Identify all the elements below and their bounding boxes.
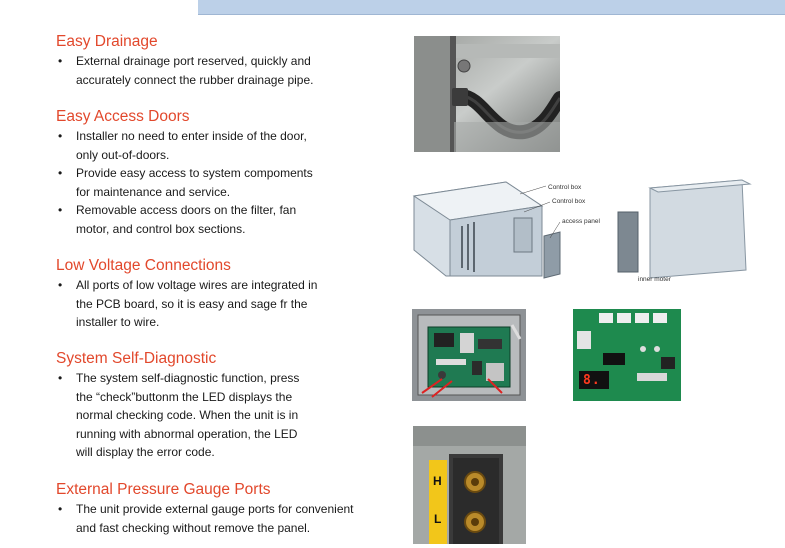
- item-line: and fast checking without remove the pan…: [76, 520, 311, 535]
- bullet: •: [58, 54, 63, 68]
- section-title: Easy Access Doors: [56, 108, 190, 125]
- pcb-led-photo: 8.: [573, 309, 681, 401]
- item-line: Provide easy access to system compoments: [76, 166, 313, 181]
- item-line: the PCB board, so it is easy and sage fr…: [76, 296, 308, 311]
- bullet: •: [58, 371, 63, 385]
- list-item: • External drainage port reserved, quick…: [56, 52, 314, 89]
- drainage-pipe-photo: [414, 36, 560, 152]
- list-item: • Provide easy access to system compomen…: [56, 164, 313, 201]
- access-door-diagram: Control box Control box access panel inn…: [410, 178, 778, 286]
- bullet: •: [58, 203, 63, 218]
- item-line: for maintenance and service.: [76, 184, 231, 199]
- bullet: •: [58, 129, 63, 143]
- section-low-voltage-connections: Low Voltage Connections • All ports of l…: [56, 256, 317, 332]
- item-line: Removable access doors on the filter, fa…: [76, 203, 297, 218]
- gauge-ports-photo: H L: [413, 426, 526, 544]
- section-title: Low Voltage Connections: [56, 257, 231, 274]
- diagram-label: inner moter: [638, 276, 671, 283]
- item-line: The system self-diagnostic function, pre…: [76, 371, 300, 385]
- item-line: running with abnormal operation, the LED: [76, 426, 298, 441]
- list-item: • The unit provide external gauge ports …: [56, 500, 354, 537]
- pcb-box-photo: [412, 309, 526, 401]
- low-port-label: L: [434, 512, 442, 526]
- led-display: 8.: [583, 373, 601, 388]
- item-line: All ports of low voltage wires are integ…: [76, 278, 318, 292]
- section-title: External Pressure Gauge Ports: [56, 481, 271, 498]
- item-line: installer to wire.: [76, 315, 160, 330]
- section-title: Easy Drainage: [56, 33, 158, 50]
- section-easy-drainage: Easy Drainage • External drainage port r…: [56, 32, 314, 89]
- list-item: • The system self-diagnostic function, p…: [56, 369, 299, 462]
- section-easy-access-doors: Easy Access Doors • Installer no need to…: [56, 107, 313, 239]
- list-item: • Installer no need to enter inside of t…: [56, 127, 313, 164]
- bullet: •: [58, 502, 63, 516]
- item-line: Installer no need to enter inside of the…: [76, 129, 307, 143]
- bullet: •: [58, 278, 63, 292]
- header-bar: [198, 0, 785, 15]
- item-line: accurately connect the rubber drainage p…: [76, 72, 314, 87]
- diagram-label: Control box: [548, 184, 582, 191]
- item-line: will display the error code.: [76, 445, 215, 460]
- bullet: •: [58, 166, 63, 181]
- high-port-label: H: [433, 474, 442, 488]
- item-line: motor, and control box sections.: [76, 221, 246, 236]
- section-pressure-gauge-ports: External Pressure Gauge Ports • The unit…: [56, 480, 354, 537]
- item-line: External drainage port reserved, quickly…: [76, 54, 311, 68]
- section-title: System Self-Diagnostic: [56, 350, 217, 367]
- section-self-diagnostic: System Self-Diagnostic • The system self…: [56, 349, 299, 462]
- item-line: The unit provide external gauge ports fo…: [76, 502, 354, 516]
- item-line: the “check”buttonm the LED displays the: [76, 389, 293, 404]
- diagram-label: access panel: [562, 218, 600, 225]
- item-line: only out-of-doors.: [76, 147, 170, 162]
- item-line: normal checking code. When the unit is i…: [76, 408, 299, 423]
- list-item: • Removable access doors on the filter, …: [56, 201, 313, 238]
- list-item: • All ports of low voltage wires are int…: [56, 276, 317, 332]
- diagram-label: Control box: [552, 198, 586, 205]
